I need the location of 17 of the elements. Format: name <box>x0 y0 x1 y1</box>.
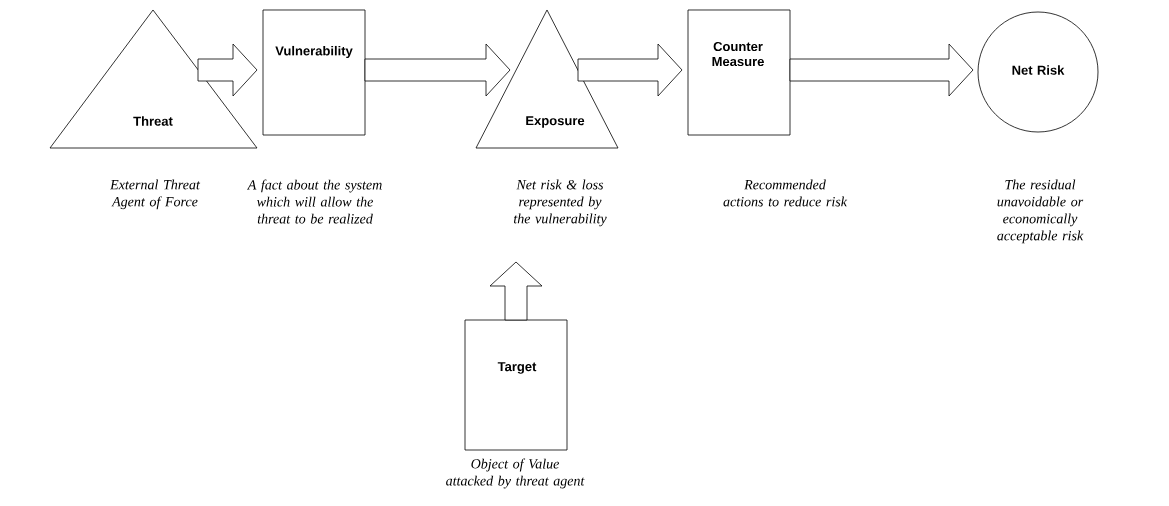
block-arrow <box>197 43 258 97</box>
block-arrow <box>789 43 974 97</box>
triangle-node: Exposure <box>475 9 619 149</box>
block-arrow <box>364 43 511 97</box>
node-label: External Threat Agent of Force <box>110 179 201 210</box>
block-arrow <box>577 43 683 97</box>
block-arrow <box>489 261 543 321</box>
square-node: Target <box>464 319 568 451</box>
square-node: Counter Measure <box>687 9 791 136</box>
node-label: Object of Value attacked by threat agent <box>446 458 585 489</box>
circle-node: Net Risk <box>977 11 1099 133</box>
square-node: Vulnerability <box>262 9 366 136</box>
node-label: The residual unavoidable or economically acceptable risk <box>997 179 1084 244</box>
node-label: Net risk & loss represented by the vulnerability <box>513 179 607 227</box>
triangle-node: Threat <box>49 9 258 149</box>
node-label: Recommended actions to reduce risk <box>723 179 848 207</box>
node-label: A fact about the system which will allow the threat to be realized <box>246 179 382 224</box>
